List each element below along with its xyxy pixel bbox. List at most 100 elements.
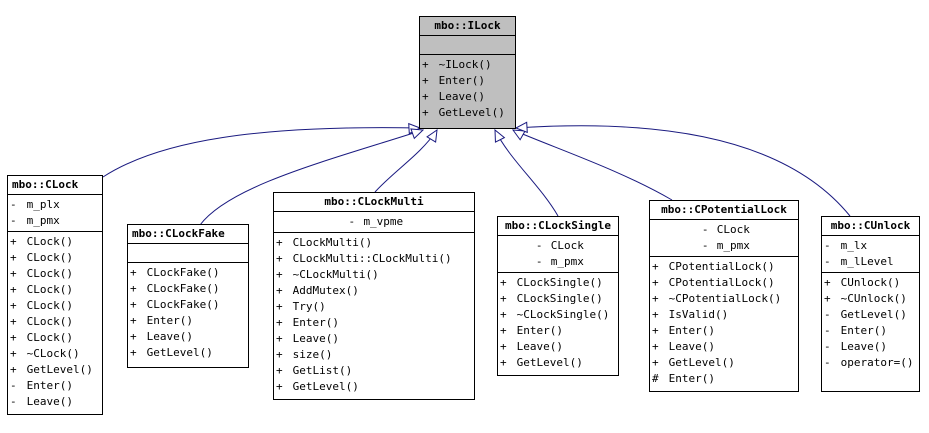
visibility-marker: - (824, 255, 831, 268)
member-row: + CLockMulti::CLockMulti() (274, 251, 474, 267)
visibility-marker: + (652, 356, 659, 369)
inheritance-arrowhead (494, 128, 506, 143)
visibility-marker: + (10, 251, 17, 264)
visibility-marker: - (535, 255, 543, 268)
member-name: CLock() (26, 267, 73, 280)
member-row: + Leave() (420, 89, 515, 105)
member-row: + IsValid() (650, 307, 798, 323)
attributes-section (128, 244, 248, 263)
visibility-marker: + (130, 314, 137, 327)
member-name: Leave() (146, 330, 193, 343)
attributes-section (420, 36, 515, 55)
inheritance-arrowhead (410, 128, 425, 140)
visibility-marker: + (276, 252, 283, 265)
visibility-marker: + (10, 363, 17, 376)
member-name: CLock() (26, 331, 73, 344)
member-name: Enter() (840, 324, 887, 337)
visibility-marker: + (500, 356, 507, 369)
member-row: + CLockMulti() (274, 235, 474, 251)
member-name: Leave() (840, 340, 887, 353)
member-name: GetLevel() (146, 346, 213, 359)
visibility-marker: + (500, 340, 507, 353)
class-name: mbo::CLockFake (128, 225, 248, 244)
inheritance-edge (102, 127, 421, 178)
class-box-clocksingle[interactable]: mbo::CLockSingle - CLock- m_pmx + CLockS… (497, 216, 619, 376)
member-row: + CLock() (8, 234, 102, 250)
member-row: + GetLevel() (8, 362, 102, 378)
member-name: Enter() (516, 324, 563, 337)
member-row: + GetLevel() (274, 379, 474, 395)
visibility-marker: + (276, 268, 283, 281)
methods-section: + CLockFake()+ CLockFake()+ CLockFake()+… (128, 263, 248, 363)
member-name: Enter() (26, 379, 73, 392)
member-name: IsValid() (668, 308, 729, 321)
visibility-marker: + (652, 340, 659, 353)
member-name: Leave() (516, 340, 563, 353)
visibility-marker: + (824, 276, 831, 289)
class-name: mbo::CLockSingle (498, 217, 618, 236)
visibility-marker: + (276, 236, 283, 249)
member-row: + Enter() (128, 313, 248, 329)
visibility-marker: + (652, 292, 659, 305)
visibility-marker: - (824, 324, 831, 337)
methods-section: + CLock()+ CLock()+ CLock()+ CLock()+ CL… (8, 232, 102, 412)
member-name: CLockSingle() (516, 292, 603, 305)
member-name: ~CPotentialLock() (668, 292, 782, 305)
member-row: + GetList() (274, 363, 474, 379)
visibility-marker: + (276, 300, 283, 313)
class-box-clockmulti[interactable]: mbo::CLockMulti - m_vpme + CLockMulti()+… (273, 192, 475, 400)
class-box-cpotentiallock[interactable]: mbo::CPotentialLock - CLock- m_pmx + CPo… (649, 200, 799, 392)
member-name: CLock (716, 223, 750, 236)
member-row: + Leave() (274, 331, 474, 347)
member-row: + Try() (274, 299, 474, 315)
class-name: mbo::CUnlock (822, 217, 919, 236)
member-name: GetLevel() (26, 363, 93, 376)
visibility-marker: # (652, 372, 659, 385)
class-box-cunlock[interactable]: mbo::CUnlock - m_lx- m_lLevel + CUnlock(… (821, 216, 920, 392)
member-name: size() (292, 348, 333, 361)
visibility-marker: + (652, 324, 659, 337)
inheritance-arrowhead (426, 128, 438, 143)
member-row: + ~CLockSingle() (498, 307, 618, 323)
member-name: CLockMulti() (292, 236, 373, 249)
inheritance-edge (374, 129, 438, 193)
member-row: + CLockFake() (128, 297, 248, 313)
member-name: CLockFake() (146, 282, 220, 295)
visibility-marker: + (276, 380, 283, 393)
member-row: - m_pmx (8, 213, 102, 229)
member-name: CLockFake() (146, 266, 220, 279)
member-row: + CLock() (8, 314, 102, 330)
visibility-marker: + (10, 331, 17, 344)
attributes-section: - CLock - m_pmx (498, 236, 618, 273)
member-name: Enter() (292, 316, 339, 329)
visibility-marker: + (276, 364, 283, 377)
member-row: + CLock() (8, 298, 102, 314)
member-row: - m_pmx (498, 254, 618, 270)
member-name: AddMutex() (292, 284, 359, 297)
visibility-marker: - (10, 395, 17, 408)
member-row: + GetLevel() (498, 355, 618, 371)
member-row: - operator=() (822, 355, 919, 371)
member-name: Leave() (26, 395, 73, 408)
member-row: + CLock() (8, 282, 102, 298)
visibility-marker: + (130, 266, 137, 279)
inheritance-arrowhead (514, 121, 528, 134)
member-name: m_pmx (26, 214, 60, 227)
class-box-clockfake[interactable]: mbo::CLockFake + CLockFake()+ CLockFake(… (127, 224, 249, 368)
member-name: CUnlock() (840, 276, 901, 289)
member-row: - Enter() (822, 323, 919, 339)
member-name: CLockSingle() (516, 276, 603, 289)
visibility-marker: + (500, 324, 507, 337)
member-name: GetList() (292, 364, 353, 377)
visibility-marker: + (10, 347, 17, 360)
member-row: + Enter() (420, 73, 515, 89)
class-box-clock[interactable]: mbo::CLock - m_plx- m_pmx + CLock()+ CLo… (7, 175, 103, 415)
member-row: + Enter() (650, 323, 798, 339)
member-name: GetLevel() (438, 106, 505, 119)
member-name: m_pmx (716, 239, 750, 252)
visibility-marker: - (701, 223, 709, 236)
member-name: Leave() (438, 90, 485, 103)
class-box-ilock[interactable]: mbo::ILock + ~ILock()+ Enter()+ Leave()+… (419, 16, 516, 129)
member-name: CLock (550, 239, 584, 252)
member-row: + AddMutex() (274, 283, 474, 299)
